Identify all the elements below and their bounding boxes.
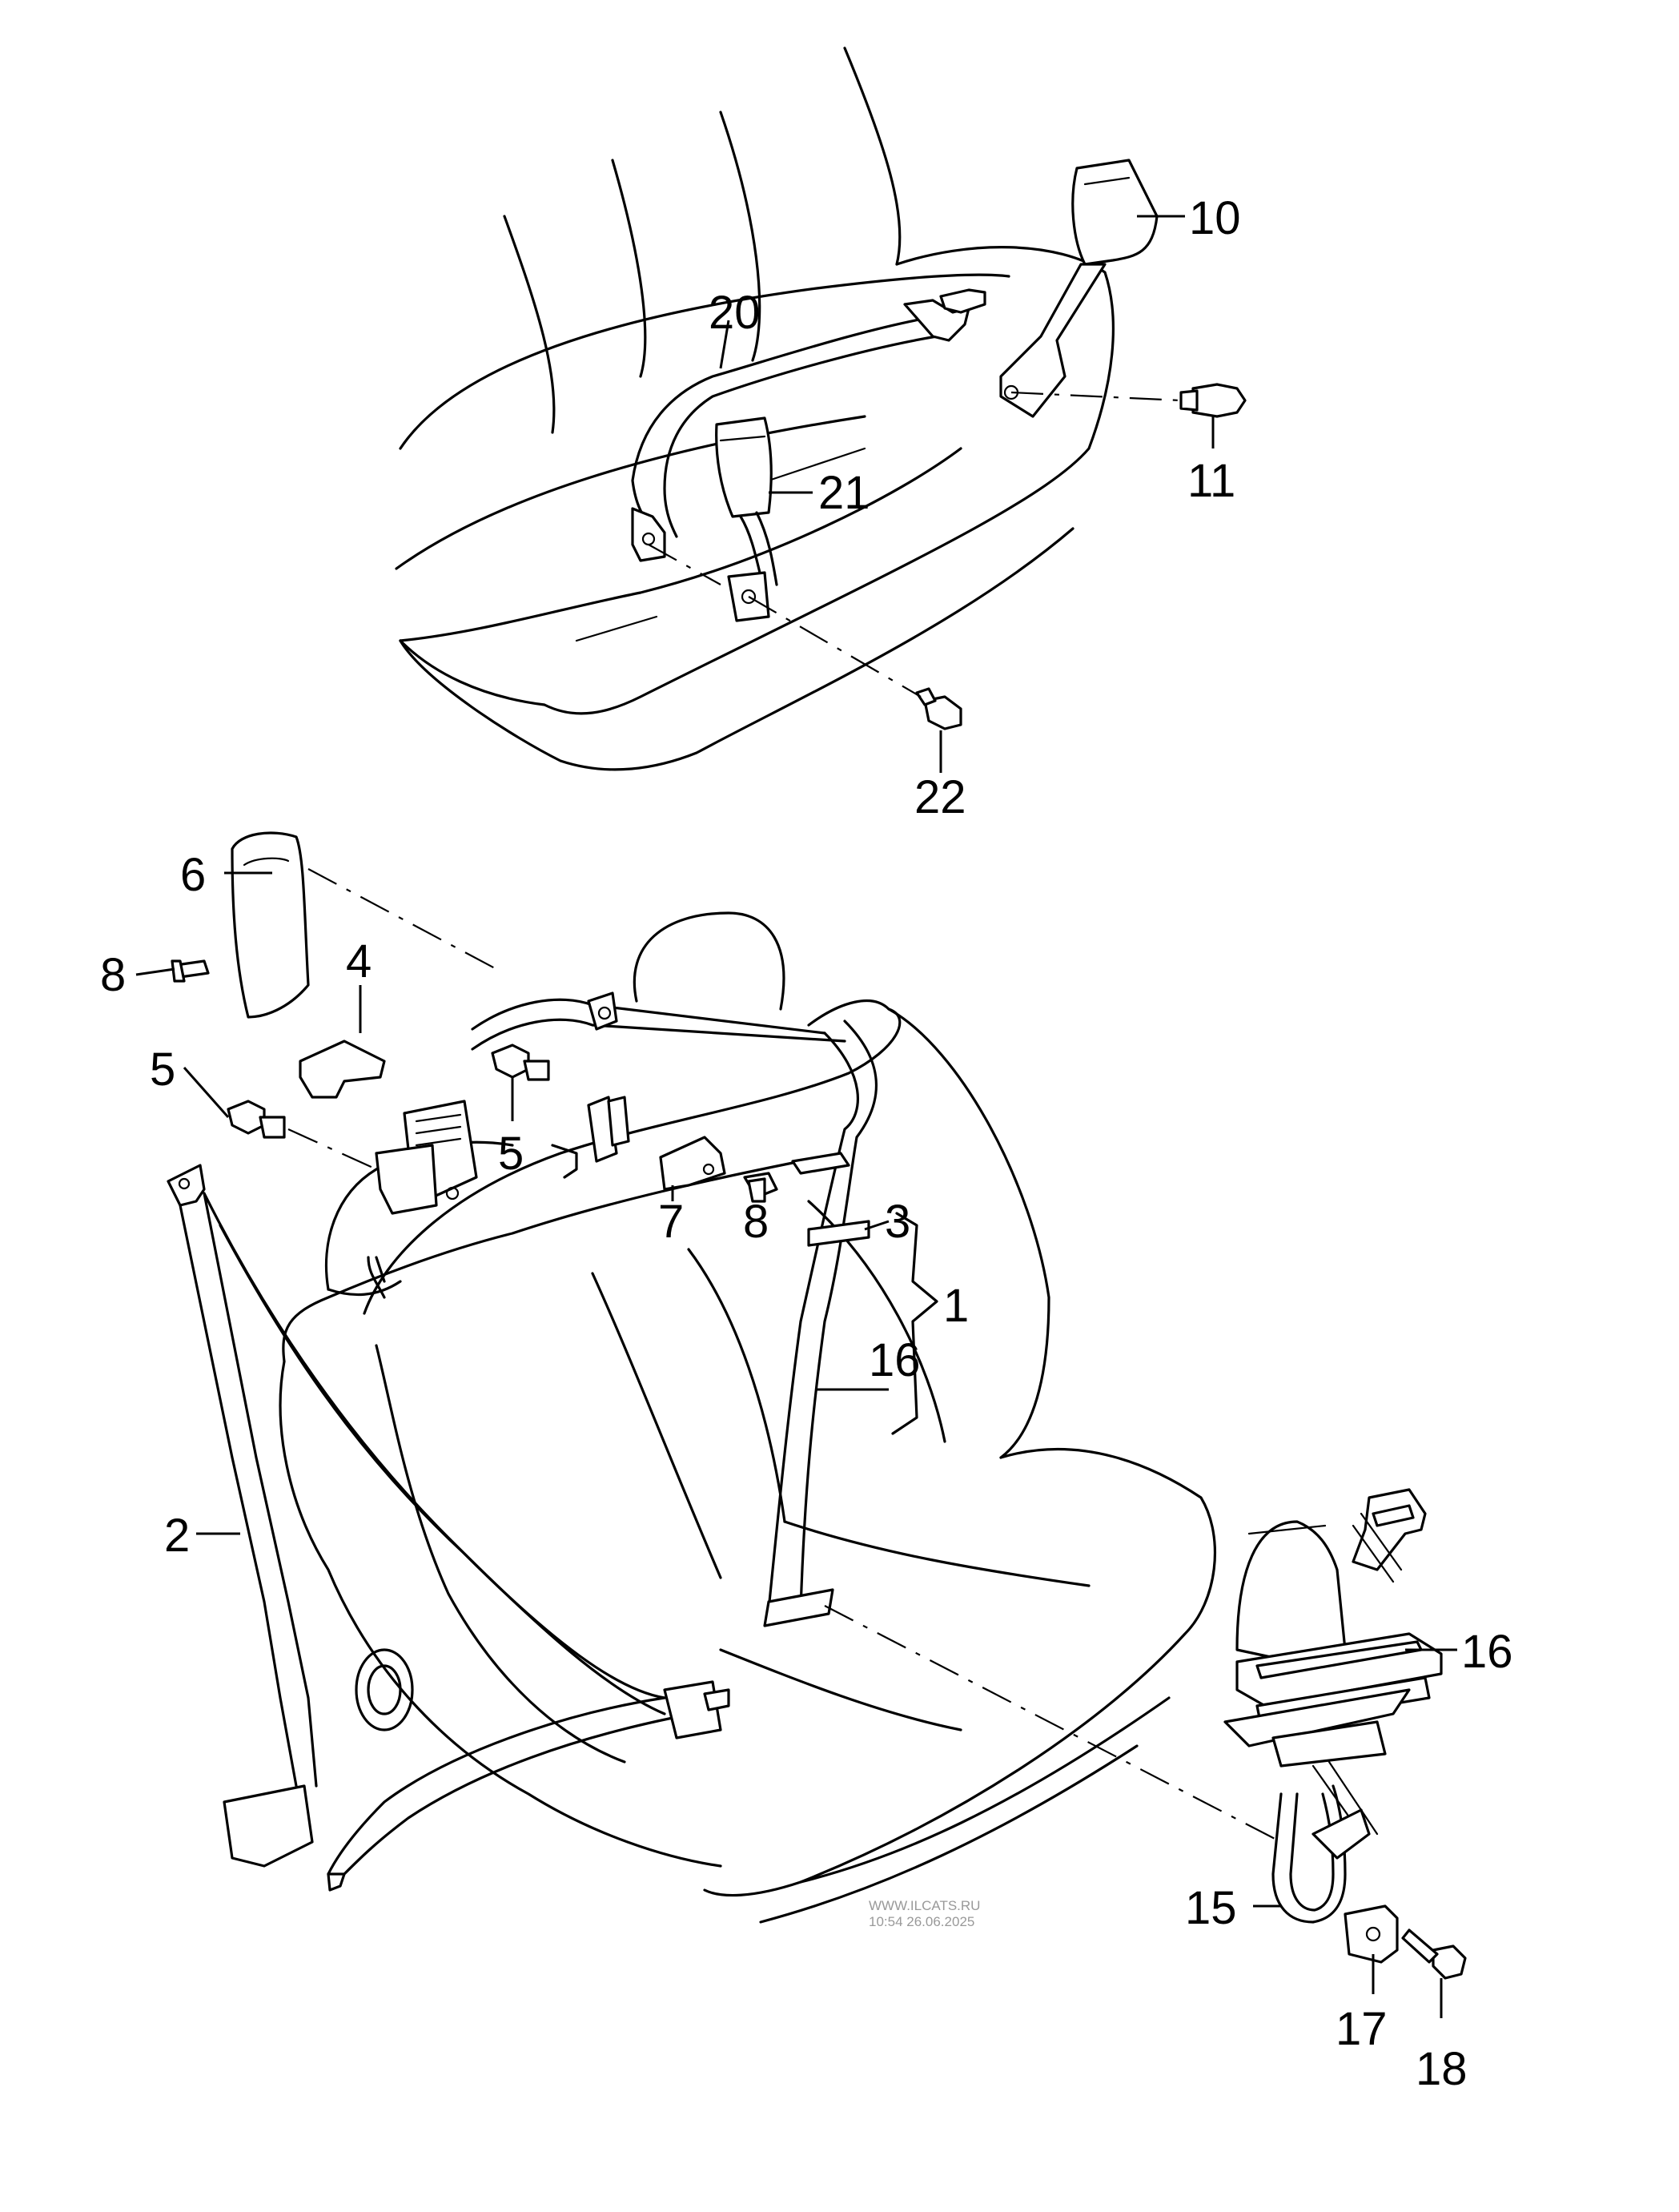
retractor-drawing <box>375 991 618 1215</box>
callout-5-right: 5 <box>498 1128 524 1180</box>
callout-8-left: 8 <box>100 949 126 1001</box>
callout-2: 2 <box>164 1510 190 1562</box>
buckle-part-21 <box>715 416 778 622</box>
rivet-part-8-left <box>171 959 210 983</box>
callout-11: 11 <box>1187 455 1235 507</box>
bolt-part-22 <box>915 687 962 730</box>
group-bracket-part-1 <box>891 1212 938 1435</box>
callout-16-belt: 16 <box>869 1334 921 1386</box>
callout-4: 4 <box>346 935 372 987</box>
callout-8-right: 8 <box>743 1196 769 1248</box>
bolt-part-5-right <box>491 1044 550 1081</box>
callout-20: 20 <box>709 287 761 339</box>
pillar-bracket-drawing <box>551 1096 630 1179</box>
cover-part-6 <box>231 831 310 1019</box>
callout-16-buckle: 16 <box>1461 1626 1513 1678</box>
callout-18: 18 <box>1416 2043 1468 2095</box>
callout-labels: 10 11 20 21 22 6 8 4 5 5 7 8 3 1 16 2 16… <box>100 192 1513 2095</box>
guide-part-7 <box>659 1136 726 1191</box>
watermark-line-1: WWW.ILCATS.RU <box>869 1898 980 1913</box>
clip-part-4 <box>299 1040 386 1099</box>
callout-21: 21 <box>818 467 870 519</box>
callout-15: 15 <box>1185 1882 1237 1934</box>
rivet-part-8-right <box>743 1172 778 1203</box>
callout-7: 7 <box>658 1196 684 1248</box>
belt-part-2 <box>167 1164 730 1892</box>
buckle-assembly-part-16 <box>1223 1488 1443 1836</box>
bolt-part-11 <box>1179 383 1247 418</box>
bracket-part-17 <box>1344 1904 1399 1964</box>
callout-10: 10 <box>1189 192 1241 244</box>
callout-3: 3 <box>885 1196 910 1248</box>
strap-part-20 <box>631 288 986 562</box>
callout-6: 6 <box>180 849 206 901</box>
callout-22: 22 <box>914 771 966 823</box>
callout-17: 17 <box>1336 2003 1388 2055</box>
buckle-part-10 <box>999 159 1159 418</box>
rear-bench-seat-drawing <box>395 46 1115 771</box>
front-bench-seat-drawing <box>279 911 1216 1924</box>
anchor-strap-part-15 <box>1271 1784 1371 1924</box>
bolt-part-5-left <box>227 1100 286 1139</box>
leader-lines <box>135 215 1457 2018</box>
callout-1: 1 <box>943 1280 969 1332</box>
watermark-line-2: 10:54 26.06.2025 <box>869 1914 974 1929</box>
bolt-part-18 <box>1401 1928 1467 1980</box>
callout-5-left: 5 <box>150 1044 175 1096</box>
belt-part-16 <box>471 998 878 1627</box>
watermark: WWW.ILCATS.RU 10:54 26.06.2025 <box>869 1898 980 1929</box>
